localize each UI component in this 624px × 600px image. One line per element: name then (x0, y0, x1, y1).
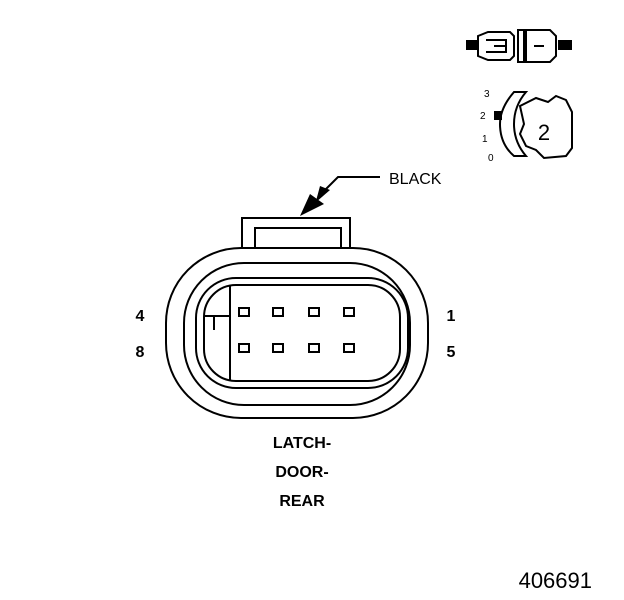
pin-cavity-2 (308, 307, 320, 317)
key-scale-3: 3 (484, 89, 490, 100)
figure-number: 406691 (519, 568, 592, 593)
pin-cavities (238, 307, 355, 353)
pin-cavity-1 (343, 307, 355, 317)
pin-label-4: 4 (136, 308, 145, 325)
pin-label-1: 1 (447, 308, 456, 325)
mating-connectors-icon (466, 29, 572, 63)
key-number: 2 (538, 120, 550, 145)
leader-arrow (300, 176, 380, 216)
key-scale-1: 1 (482, 134, 488, 145)
connector-name-line-3: REAR (279, 493, 325, 510)
pin-cavity-7 (272, 343, 284, 353)
key-scale-2: 2 (480, 111, 486, 122)
pin-label-8: 8 (136, 344, 145, 361)
key-scale-0: 0 (488, 153, 494, 164)
pin-cavity-8 (238, 343, 250, 353)
connector-body (165, 217, 429, 419)
color-label: BLACK (389, 171, 442, 188)
connector-name-line-2: DOOR- (275, 464, 328, 481)
pin-cavity-3 (272, 307, 284, 317)
connector-name-line-1: LATCH- (273, 435, 331, 452)
key-position-icon: 3 2 1 0 2 (480, 89, 573, 164)
pin-label-5: 5 (447, 344, 456, 361)
pin-cavity-6 (308, 343, 320, 353)
pin-cavity-4 (238, 307, 250, 317)
pin-cavity-5 (343, 343, 355, 353)
